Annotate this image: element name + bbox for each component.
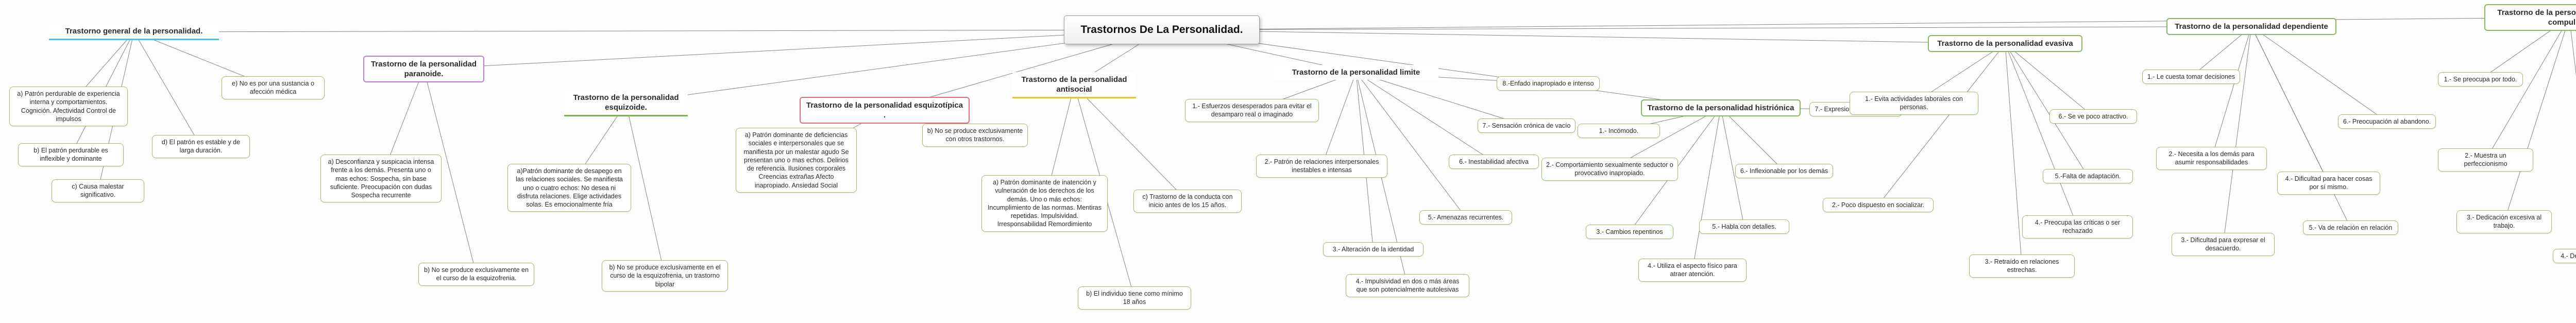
node-dependiente-2[interactable]: 2.- Necesita a los demás para asumir res…	[2156, 147, 2267, 170]
node-histrionica-1[interactable]: 1.- Incómodo.	[1578, 124, 1660, 139]
branch-title-general[interactable]: Trastorno general de la personalidad.	[49, 24, 219, 41]
node-general-b[interactable]: b) El patrón perdurable es inflexible y …	[18, 143, 124, 166]
branch-title-antisocial[interactable]: Trastorno de la personalidad antisocial	[1012, 72, 1136, 99]
branch-title-limite[interactable]: Trastorno de la personalidad limite	[1274, 65, 1438, 80]
node-paranoide-b[interactable]: b) No se produce exclusivamente en el cu…	[418, 263, 534, 286]
branch-title-paranoide[interactable]: Trastorno de la personalidad paranoide.	[363, 56, 484, 83]
node-histrionica-6[interactable]: 6.- Inflexionable por los demás	[1735, 164, 1833, 179]
node-histrionica-5[interactable]: 5.- Habla con detalles.	[1699, 219, 1789, 234]
node-general-d[interactable]: d) El patrón es estable y de larga durac…	[152, 135, 250, 158]
branch-title-obsesivo-compulsiva[interactable]: Trastorno de la personalidad obsesivo-co…	[2484, 4, 2576, 31]
node-antisocial-c[interactable]: c) Trastorno de la conducta con inicio a…	[1133, 190, 1242, 213]
node-evasiva-5[interactable]: 5.-Falta de adaptación.	[2043, 169, 2133, 184]
node-obsesivo-2[interactable]: 2.- Muestra un perfeccionismo	[2438, 148, 2533, 172]
node-limite-5[interactable]: 5.- Amenazas recurrentes.	[1419, 210, 1512, 225]
branch-title-evasiva[interactable]: Trastorno de la personalidad evasiva	[1928, 35, 2082, 53]
node-general-e[interactable]: e) No es por una sustancia o afección mé…	[222, 76, 325, 99]
node-antisocial-a[interactable]: a) Patrón dominante de inatención y vuln…	[981, 175, 1108, 232]
node-dependiente-3[interactable]: 3.- Dificultad para expresar el desacuer…	[2172, 233, 2275, 256]
node-esquizotipica-b[interactable]: b) No se produce exclusivamente con otro…	[922, 124, 1028, 147]
node-limite-6[interactable]: 6.- Inestabilidad afectiva	[1449, 155, 1539, 169]
node-dependiente-4[interactable]: 4.- Dificultad para hacer cosas por sí m…	[2277, 172, 2380, 195]
node-paranoide-a[interactable]: a) Desconfianza y suspicacia intensa fre…	[320, 155, 442, 203]
node-antisocial-b[interactable]: b) El individuo tiene como mínimo 18 año…	[1078, 286, 1191, 310]
node-obsesivo-4[interactable]: 4.- Demasiado consciente	[2553, 249, 2576, 264]
node-limite-1[interactable]: 1.- Esfuerzos desesperados para evitar e…	[1185, 99, 1319, 122]
node-evasiva-4[interactable]: 4.- Preocupa las críticas o ser rechazad…	[2022, 215, 2133, 239]
branch-title-esquizoide[interactable]: Trastorno de la personalidad esquizoide.	[564, 90, 688, 117]
node-histrionica-4[interactable]: 4.- Utiliza el aspecto físico para atrae…	[1638, 259, 1747, 282]
branch-title-dependiente[interactable]: Trastorno de la personalidad dependiente	[2166, 18, 2336, 36]
node-evasiva-1[interactable]: 1.- Evita actividades laborales con pers…	[1850, 92, 1978, 115]
branch-title-esquizotipica[interactable]: Trastorno de la personalidad esquizotípi…	[800, 97, 970, 124]
node-limite-2[interactable]: 2.- Patrón de relaciones interpersonales…	[1256, 155, 1387, 178]
node-limite-4[interactable]: 4.- Impulsividad en dos o más áreas que …	[1346, 274, 1469, 297]
node-general-c[interactable]: c) Causa malestar significativo.	[52, 179, 144, 202]
node-limite-3[interactable]: 3.- Alteración de la identidad	[1323, 242, 1423, 257]
node-histrionica-2[interactable]: 2.- Comportamiento sexualmente seductor …	[1541, 158, 1678, 181]
node-obsesivo-1[interactable]: 1.- Se preocupa por todo.	[2438, 72, 2523, 87]
node-obsesivo-3[interactable]: 3.- Dedicación excesiva al trabajo.	[2456, 210, 2552, 233]
node-histrionica-3[interactable]: 3.- Cambios repentinos	[1586, 225, 1673, 240]
branch-title-histrionica[interactable]: Trastorno de la personalidad histriónica	[1641, 99, 1801, 117]
node-evasiva-6[interactable]: 6.- Se ve poco atractivo.	[2049, 109, 2137, 124]
node-limite-7[interactable]: 7.- Sensación crónica de vacío	[1478, 118, 1575, 133]
node-dependiente-1[interactable]: 1.- Le cuesta tomar decisiones	[2142, 70, 2240, 84]
node-evasiva-3[interactable]: 3.- Retraído en relaciones estrechas.	[1969, 254, 2075, 278]
node-esquizoide-b[interactable]: b) No se produce exclusivamente en el cu…	[602, 260, 728, 292]
central-topic[interactable]: Trastornos De La Personalidad.	[1064, 15, 1260, 44]
node-general-a[interactable]: a) Patrón perdurable de experiencia inte…	[9, 87, 128, 126]
node-dependiente-5[interactable]: 5.- Va de relación en relación	[2303, 220, 2398, 235]
node-evasiva-2[interactable]: 2.- Poco dispuesto en socializar.	[1823, 198, 1934, 213]
node-esquizoide-a[interactable]: a)Patrón dominante de desapego en las re…	[507, 164, 631, 212]
node-limite-8[interactable]: 8.-Enfado inapropiado e intenso	[1497, 76, 1600, 91]
node-dependiente-6[interactable]: 6.- Preocupación al abandono.	[2338, 114, 2436, 129]
node-esquizotipica-a[interactable]: a) Patrón dominante de deficiencias soci…	[736, 128, 857, 193]
